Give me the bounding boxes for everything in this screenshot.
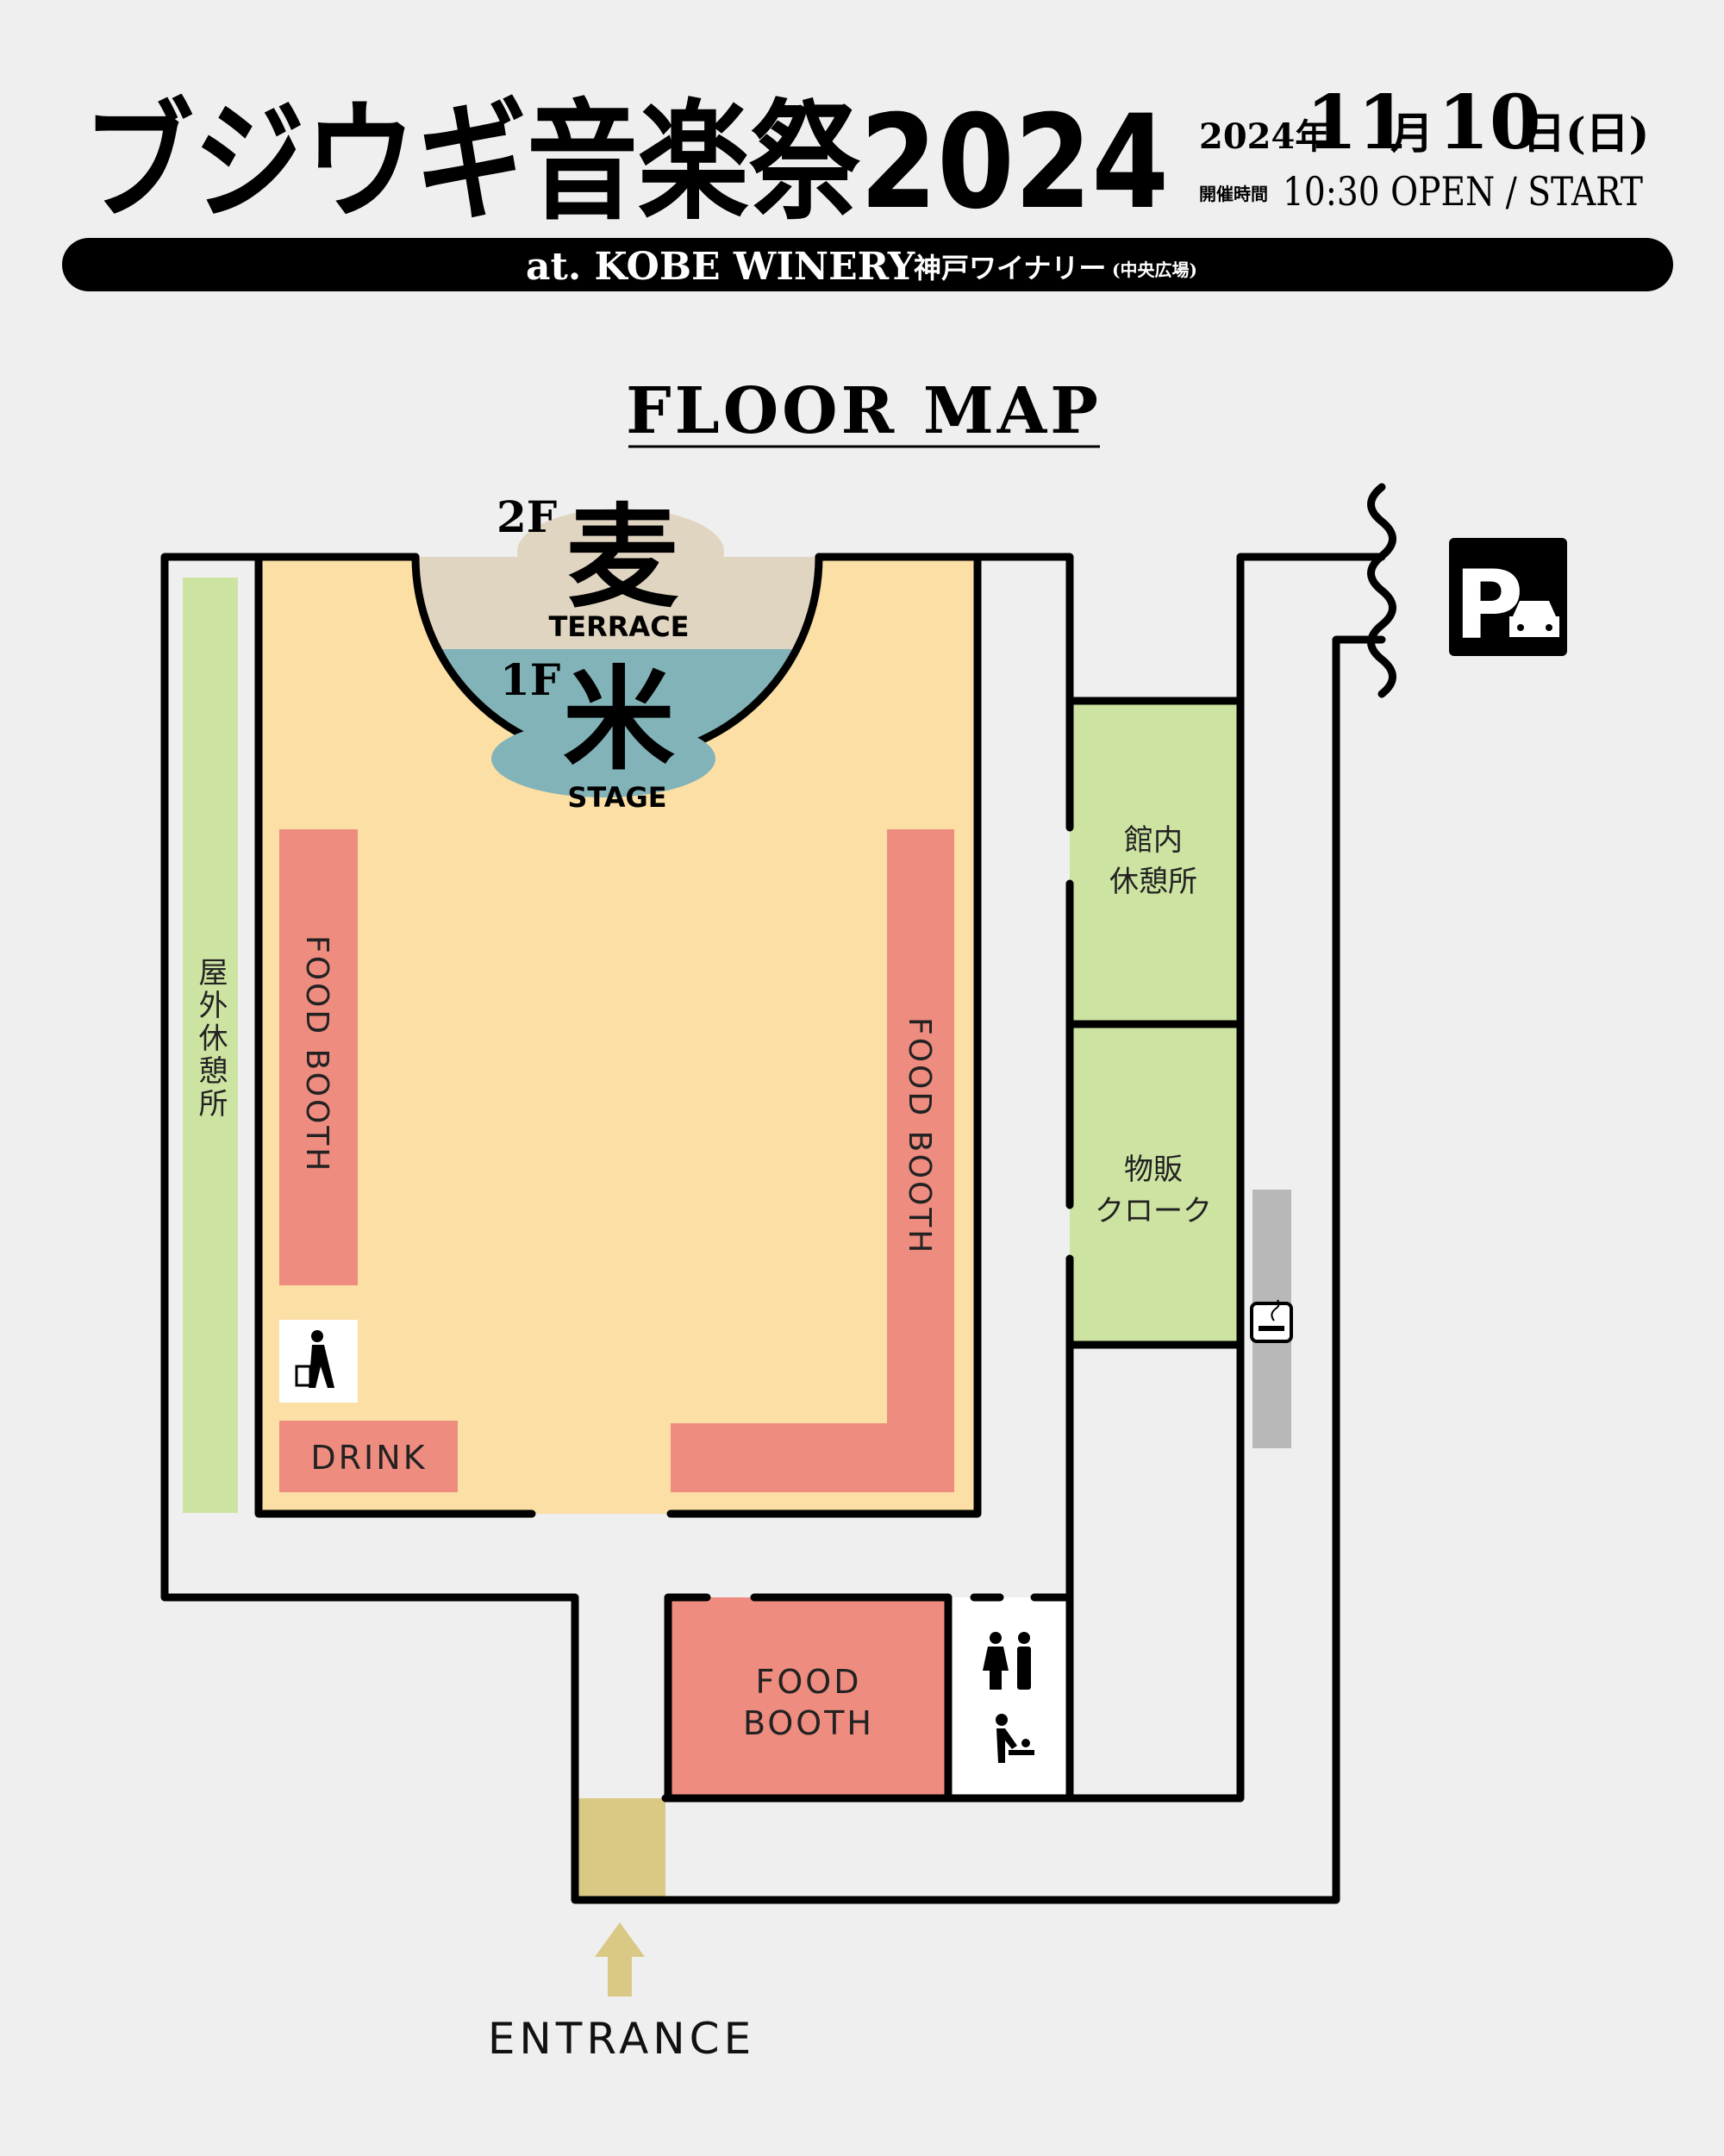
venue-bar [62,238,1673,291]
restroom-icon [983,1632,1031,1690]
trash-icon [295,1330,334,1388]
date-month: 11 [1306,79,1409,166]
terrace-floor: 2F [497,491,557,542]
indoor-rest-label-2: 休憩所 [1109,865,1197,899]
time-value: 10:30 OPEN / START [1283,168,1643,215]
stage-kanji: 米 [563,653,675,785]
walls [160,483,1396,1904]
venue: at. KOBE WINERY 神戸ワイナリー (中央広場) [526,245,1197,289]
floor-map-title: FLOOR MAP [626,374,1102,448]
outdoor-rest-label: 屋外休憩所 [193,957,228,1121]
smoking-icon [1250,1299,1293,1343]
food-booth-left-label: FOOD BOOTH [299,935,334,1173]
terrace-kanji: 麦 [566,491,678,623]
parking-label: P [1454,550,1524,660]
time-label: 開催時間 [1199,184,1268,204]
merch-cloak-area [1070,1024,1240,1345]
weekday: (日) [1565,108,1649,159]
stage-floor: 1F [500,654,560,705]
venue-ja: 神戸ワイナリー [914,252,1106,284]
merch-label: 物販 [1124,1153,1183,1187]
indoor-rest-area [1070,701,1240,1024]
terrace-label: TERRACE [548,610,689,643]
food-booth-left [279,829,358,1285]
restroom-area [948,1597,1070,1798]
parking-icon: P [1449,538,1567,660]
stage-label: STAGE [567,781,666,814]
entrance-area [575,1798,665,1897]
entrance-arrow-icon [595,1922,645,1997]
entrance-label: ENTRANCE [488,2014,755,2064]
event-date: 2024年 11 月 10 日 (日) 開催時間 10:30 OPEN / ST… [1199,79,1649,215]
food-booth-bottom [668,1597,948,1798]
food-booth-bottom-label-2: BOOTH [743,1704,874,1742]
date-day: 10 [1438,79,1541,166]
venue-sub: (中央広場) [1112,259,1197,280]
day-label: 日 [1522,108,1565,159]
car-icon [1509,601,1559,637]
month-label: 月 [1390,108,1434,159]
food-booth-bottom-label-1: FOOD [756,1663,862,1701]
cloak-label: クローク [1095,1194,1212,1228]
outdoor-rest-area [183,578,238,1513]
indoor-rest-label-1: 館内 [1124,823,1183,858]
stage-splash [491,720,715,797]
drink-label: DRINK [310,1439,427,1477]
date-year: 2024年 [1199,116,1329,157]
terrace-splash [517,509,724,595]
venue-en: at. KOBE WINERY [526,245,915,289]
food-booth-right-label: FOOD BOOTH [902,1017,937,1255]
food-booth-right [671,829,954,1492]
baby-changing-icon [996,1714,1034,1763]
event-title: ブジウギ音楽祭2024 [83,88,1169,238]
drink-booth [279,1421,458,1492]
